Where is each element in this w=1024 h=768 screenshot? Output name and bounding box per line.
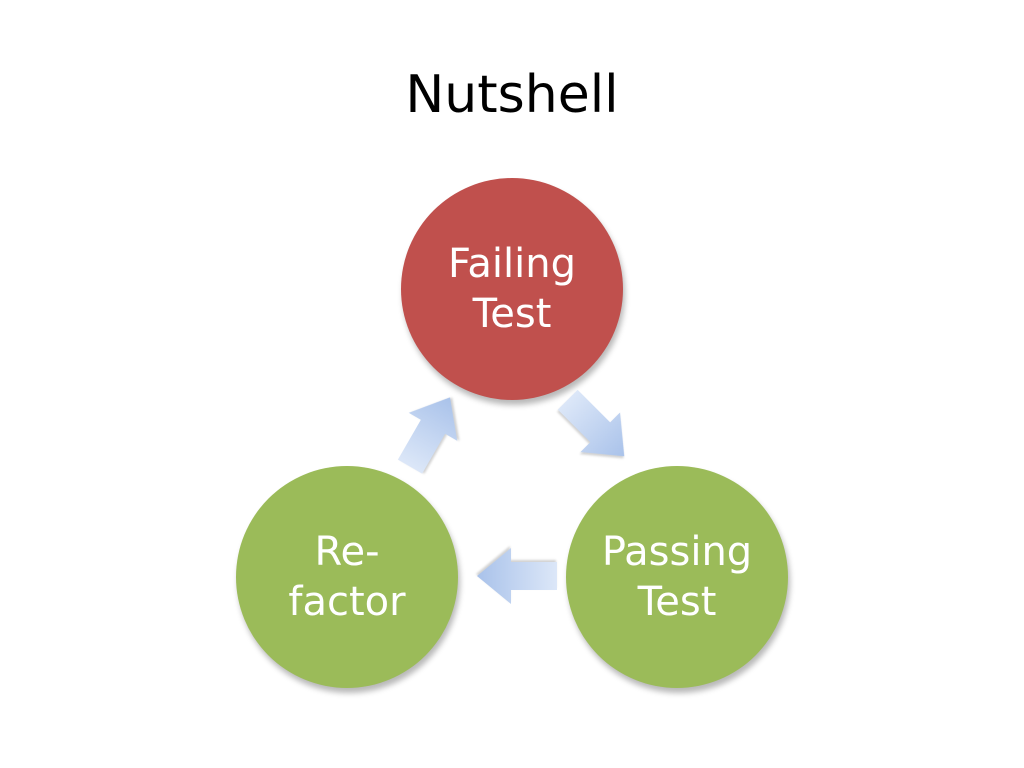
node-label-failing-test: Failing Test [448,239,576,339]
node-label-line: Test [472,291,552,337]
node-label-line: factor [288,579,406,625]
cycle-arrow-svg [557,389,625,457]
cycle-arrow-svg [477,548,557,604]
node-label-passing-test: Passing Test [602,527,752,627]
node-label-line: Re- [314,529,380,575]
arrow-failing-to-passing-icon [548,380,644,476]
cycle-arrow-svg [397,397,458,474]
node-refactor: Re- factor [236,466,458,688]
arrow-passing-to-refactor-icon [477,548,557,604]
arrow-refactor-to-failing-icon [386,383,474,480]
node-label-line: Failing [448,241,576,287]
node-label-refactor: Re- factor [288,527,405,627]
node-label-line: Passing [601,529,753,575]
slide-title: Nutshell [405,65,619,125]
node-label-line: Test [637,579,717,625]
node-failing-test: Failing Test [401,178,623,400]
node-passing-test: Passing Test [566,466,788,688]
